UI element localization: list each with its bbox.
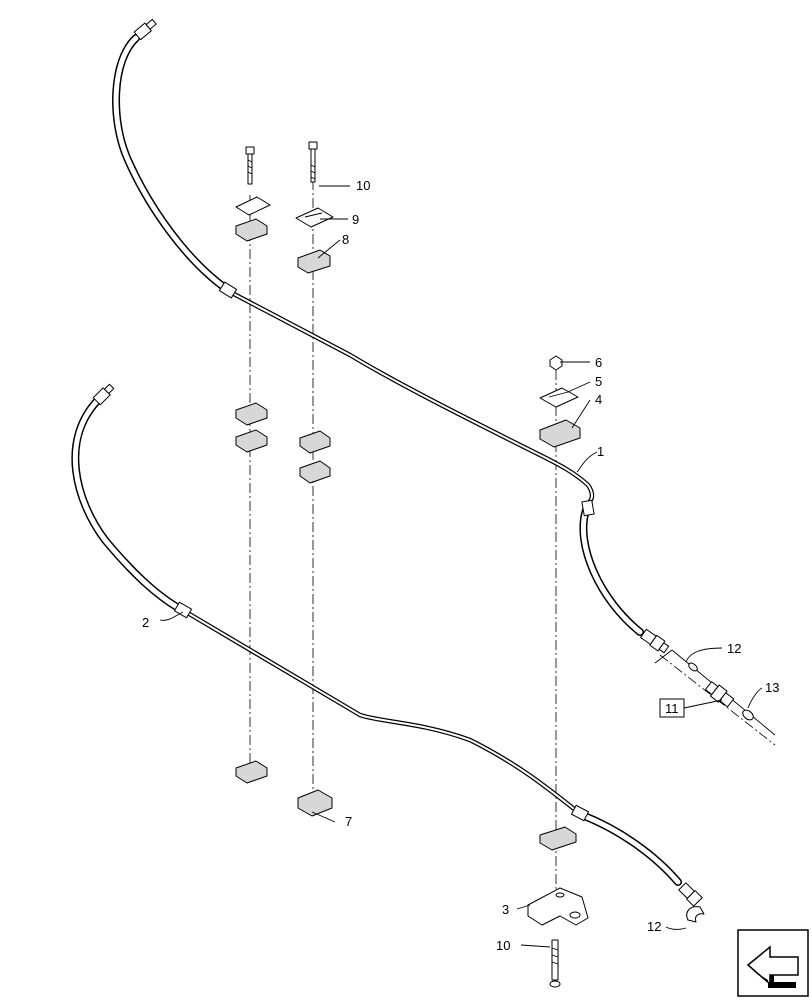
callout-10-top: 10 [356,178,370,193]
callout-7: 7 [345,814,352,829]
hose-end-fitting [678,882,703,907]
clamp-base [297,789,333,817]
left-clamp-stack [235,146,271,784]
callout-13: 13 [765,680,779,695]
clamp-half [235,429,268,453]
adapter-fitting [704,681,735,708]
right-clamp-stack [527,355,589,988]
clamp-plate [295,207,334,228]
callout-9: 9 [352,212,359,227]
callout-1: 1 [597,444,604,459]
callout-5: 5 [595,374,602,389]
clamp-half [297,249,331,274]
callout-4: 4 [595,392,602,407]
bolt [245,146,255,185]
clamp-half [539,419,581,448]
mounting-bracket [527,887,589,926]
o-ring-12 [688,662,698,672]
adapter-group [654,649,776,736]
bolt [308,141,318,183]
callout-11: 11 [665,701,679,716]
hose-end-fitting [133,18,157,41]
clamp-half [539,826,577,851]
hose-end-fitting [640,628,670,654]
clamp-plate [235,196,271,216]
clamp-half [299,430,331,454]
callout-12-bottom: 12 [647,919,661,934]
hose-end-fitting [92,383,115,406]
callout-leaders [159,185,763,948]
direction-arrow-icon [737,929,809,997]
hydraulic-line-lower [71,383,705,923]
nut [549,355,563,371]
bolt [549,939,561,988]
clamp-half [299,460,331,484]
assembly-centerlines [249,180,776,900]
hydraulic-line-upper [112,18,670,654]
clamp-half [235,402,268,426]
callout-10-bottom: 10 [496,938,510,953]
callout-11-box: 11 [659,698,723,718]
clamp-plate [539,387,579,408]
o-ring-13 [742,709,754,721]
middle-clamp-stack [295,141,334,817]
callout-8: 8 [342,232,349,247]
callout-3: 3 [502,902,509,917]
callout-2: 2 [142,615,149,630]
clamp-half [235,218,268,242]
callout-12-top: 12 [727,641,741,656]
callout-6: 6 [595,355,602,370]
clamp-half [235,760,268,784]
